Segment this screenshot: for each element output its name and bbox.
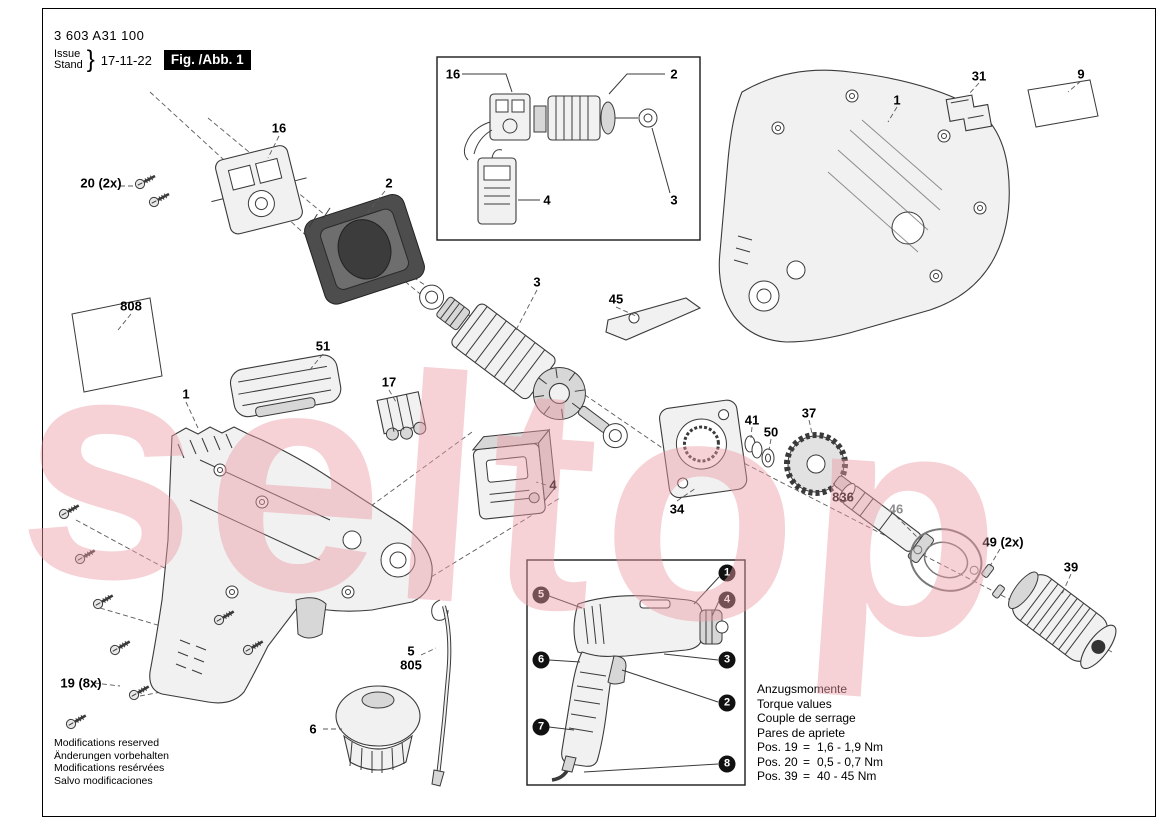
bracket-31-drawing [945, 94, 993, 132]
part-label-4: 4 [549, 477, 557, 493]
flange-ring-drawing [909, 528, 983, 592]
switch-drawing [471, 428, 556, 520]
part-label-37: 37 [801, 405, 817, 421]
lever-45-drawing [605, 297, 702, 341]
part-label-20: 20 (2x) [80, 175, 122, 191]
torque-row: Pos. 39=40 - 45 Nm [757, 769, 877, 783]
sticker-808-drawing [71, 297, 163, 393]
callout-4: 4 [718, 591, 736, 609]
part-17-drawing [376, 391, 427, 441]
left-housing-drawing [149, 426, 433, 704]
part-label-34: 34 [669, 501, 685, 517]
motor-inset [436, 56, 701, 241]
part-label-49: 49 (2x) [982, 534, 1024, 550]
chuck-drawing [1008, 571, 1117, 670]
torque-title-es: Pares de apriete [757, 725, 846, 740]
part-label-50: 50 [763, 424, 779, 440]
leader-lines [93, 80, 1082, 730]
part-label-17: 17 [381, 374, 397, 390]
gear-cover-drawing [658, 399, 748, 499]
issue-label: Issue [54, 48, 81, 60]
right-housing-drawing [718, 69, 1010, 343]
torque-values-block: Anzugsmomente Torque values Couple de se… [757, 682, 883, 784]
callout-7: 7 [532, 718, 550, 736]
figure-label: Fig. /Abb. 1 [163, 50, 251, 70]
stator-drawing [304, 193, 425, 305]
knob-6-drawing [335, 685, 421, 773]
part-label-46: 46 [888, 501, 904, 517]
torque-title-fr: Couple de serrage [757, 711, 856, 725]
stand-label: Stand [54, 59, 83, 71]
torque-title-de: Anzugsmomente [757, 682, 848, 696]
part-label-1-right: 1 [893, 92, 901, 108]
inset-label-4: 4 [543, 192, 551, 208]
brush-holder-drawing [211, 145, 307, 235]
inset-label-3: 3 [670, 192, 678, 208]
torque-row: Pos. 19=1,6 - 1,9 Nm [757, 740, 884, 754]
callout-1: 1 [718, 564, 736, 582]
inset-label-2: 2 [670, 66, 678, 82]
callout-8: 8 [718, 755, 736, 773]
modifications-note: Modifications reserved Änderungen vorbeh… [54, 737, 170, 787]
part-label-31: 31 [971, 68, 987, 84]
part-label-16: 16 [271, 120, 287, 136]
gear-37-drawing [784, 432, 861, 500]
part-label-2: 2 [385, 175, 393, 191]
part-label-41: 41 [744, 412, 760, 428]
part-label-1-left: 1 [182, 386, 190, 402]
part-label-51: 51 [315, 338, 331, 354]
spindle-drawing [839, 483, 934, 564]
part-label-805: 805 [400, 657, 422, 673]
cover-51-drawing [229, 354, 342, 418]
callout-5: 5 [532, 586, 550, 604]
overview-inset [526, 559, 746, 786]
title-block: 3 603 A31 100 Issue Stand } 17-11-22 Fig… [54, 28, 251, 74]
part-label-5: 5 [407, 643, 415, 659]
part-label-808: 808 [120, 298, 142, 314]
part-number: 3 603 A31 100 [54, 28, 145, 43]
inset-label-16: 16 [445, 66, 461, 82]
part-label-45: 45 [608, 291, 624, 307]
part-label-39: 39 [1063, 559, 1079, 575]
armature-drawing [419, 284, 628, 449]
part-label-6: 6 [309, 721, 317, 737]
page-border [42, 8, 1156, 817]
issue-date: 17-11-22 [100, 52, 152, 68]
callout-3: 3 [718, 651, 736, 669]
part-label-9: 9 [1077, 66, 1085, 82]
brace-glyph: } [86, 46, 95, 73]
sticker-9-drawing [1027, 79, 1099, 128]
cord-drawing [431, 599, 452, 787]
callout-2: 2 [718, 694, 736, 712]
torque-title-en: Torque values [757, 696, 832, 711]
part-label-836: 836 [832, 489, 854, 505]
part-label-19: 19 (8x) [60, 675, 102, 691]
torque-row: Pos. 20=0,5 - 0,7 Nm [757, 754, 884, 769]
part-label-3: 3 [533, 274, 541, 290]
callout-6: 6 [532, 651, 550, 669]
